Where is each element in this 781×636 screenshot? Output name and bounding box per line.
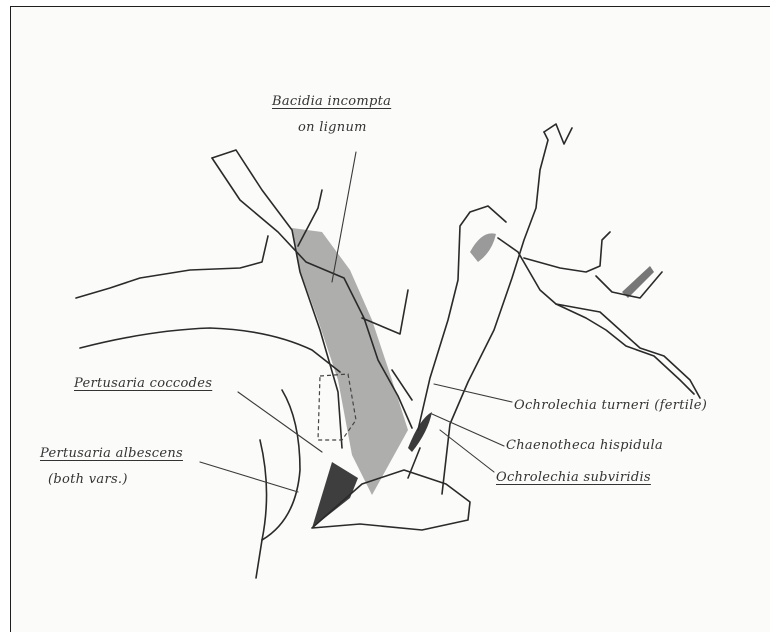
left-branch-upper: [76, 236, 268, 298]
leader-subviridis: [440, 430, 494, 472]
base-lower-edge: [256, 540, 262, 578]
right-trunk-inner: [498, 238, 694, 394]
label-both-vars: (both vars.): [48, 472, 128, 487]
label-on-lignum: on lignum: [298, 120, 367, 135]
label-ochrolechia-subviridis: Ochrolechia subviridis: [496, 470, 651, 485]
label-chaenotheca-hispidula: Chaenotheca hispidula: [506, 438, 663, 453]
shaded-twig: [622, 266, 654, 298]
left-branch-trunk-lower: [262, 390, 300, 540]
label-ochrolechia-turneri: Ochrolechia turneri (fertile): [514, 398, 707, 413]
left-branch-mid: [80, 328, 340, 372]
right-branch-hook: [556, 304, 700, 398]
lignum-shaded-area: [292, 228, 408, 495]
right-branch-upper: [524, 232, 610, 272]
leader-turneri: [434, 384, 512, 402]
shaded-patch-upper: [470, 233, 496, 262]
left-curve-lower: [260, 440, 267, 540]
leader-albescens: [200, 462, 298, 492]
leader-coccodes: [238, 392, 322, 452]
label-pertusaria-coccodes: Pertusaria coccodes: [74, 376, 212, 391]
leader-chaenotheca: [432, 414, 504, 446]
label-pertusaria-albescens: Pertusaria albescens: [40, 446, 183, 461]
label-bacidia-incompta: Bacidia incompta: [272, 94, 391, 109]
dark-base-wedge: [312, 462, 358, 528]
